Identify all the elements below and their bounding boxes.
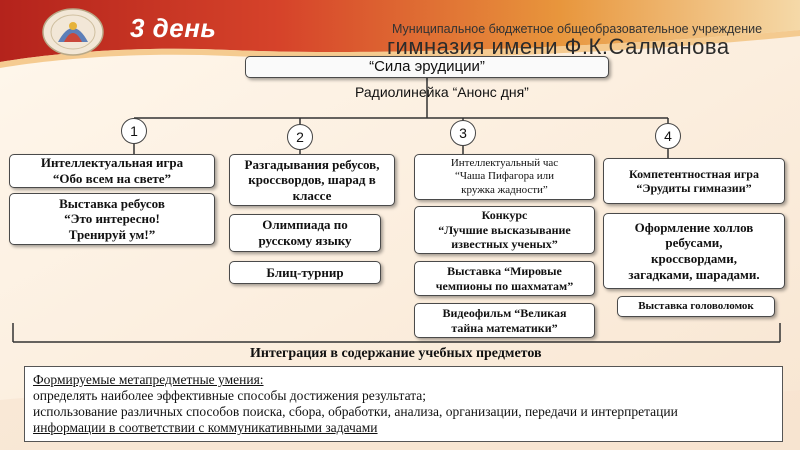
radio-label: Радиолинейка “Анонс дня” <box>355 84 529 100</box>
branch-number-4: 4 <box>655 123 681 149</box>
day-title: 3 день <box>130 13 217 43</box>
skills-line: определять наиболее эффективные способы … <box>33 388 427 403</box>
activity-box: Выставка головоломок <box>617 296 775 317</box>
activity-box: Компетентностная игра“Эрудиты гимназии” <box>603 158 785 204</box>
branch-number-2: 2 <box>287 124 313 150</box>
school-logo <box>42 8 104 56</box>
integration-label: Интеграция в содержание учебных предмето… <box>250 346 542 361</box>
activity-box: Выставка ребусов“Это интересно!Тренируй … <box>9 193 215 245</box>
activity-box: Блиц-турнир <box>229 261 381 284</box>
branch-number-1: 1 <box>121 118 147 144</box>
organization-name: гимназия имени Ф.К.Салманова <box>387 34 730 59</box>
skills-heading: Формируемые метапредметные умения: <box>33 372 264 387</box>
main-title-box: “Сила эрудиции” <box>245 56 609 78</box>
branch-number-3: 3 <box>450 120 476 146</box>
activity-box: Разгадывания ребусов,кроссвордов, шарад … <box>229 154 395 206</box>
skills-line: информации в соответствии с коммуникатив… <box>33 420 378 435</box>
organization-type: Муниципальное бюджетное общеобразователь… <box>392 22 763 36</box>
activity-box: Интеллектуальная игра“Обо всем на свете” <box>9 154 215 188</box>
skills-panel: Формируемые метапредметные умения: опред… <box>24 366 783 442</box>
skills-line: использование различных способов поиска,… <box>33 404 678 419</box>
